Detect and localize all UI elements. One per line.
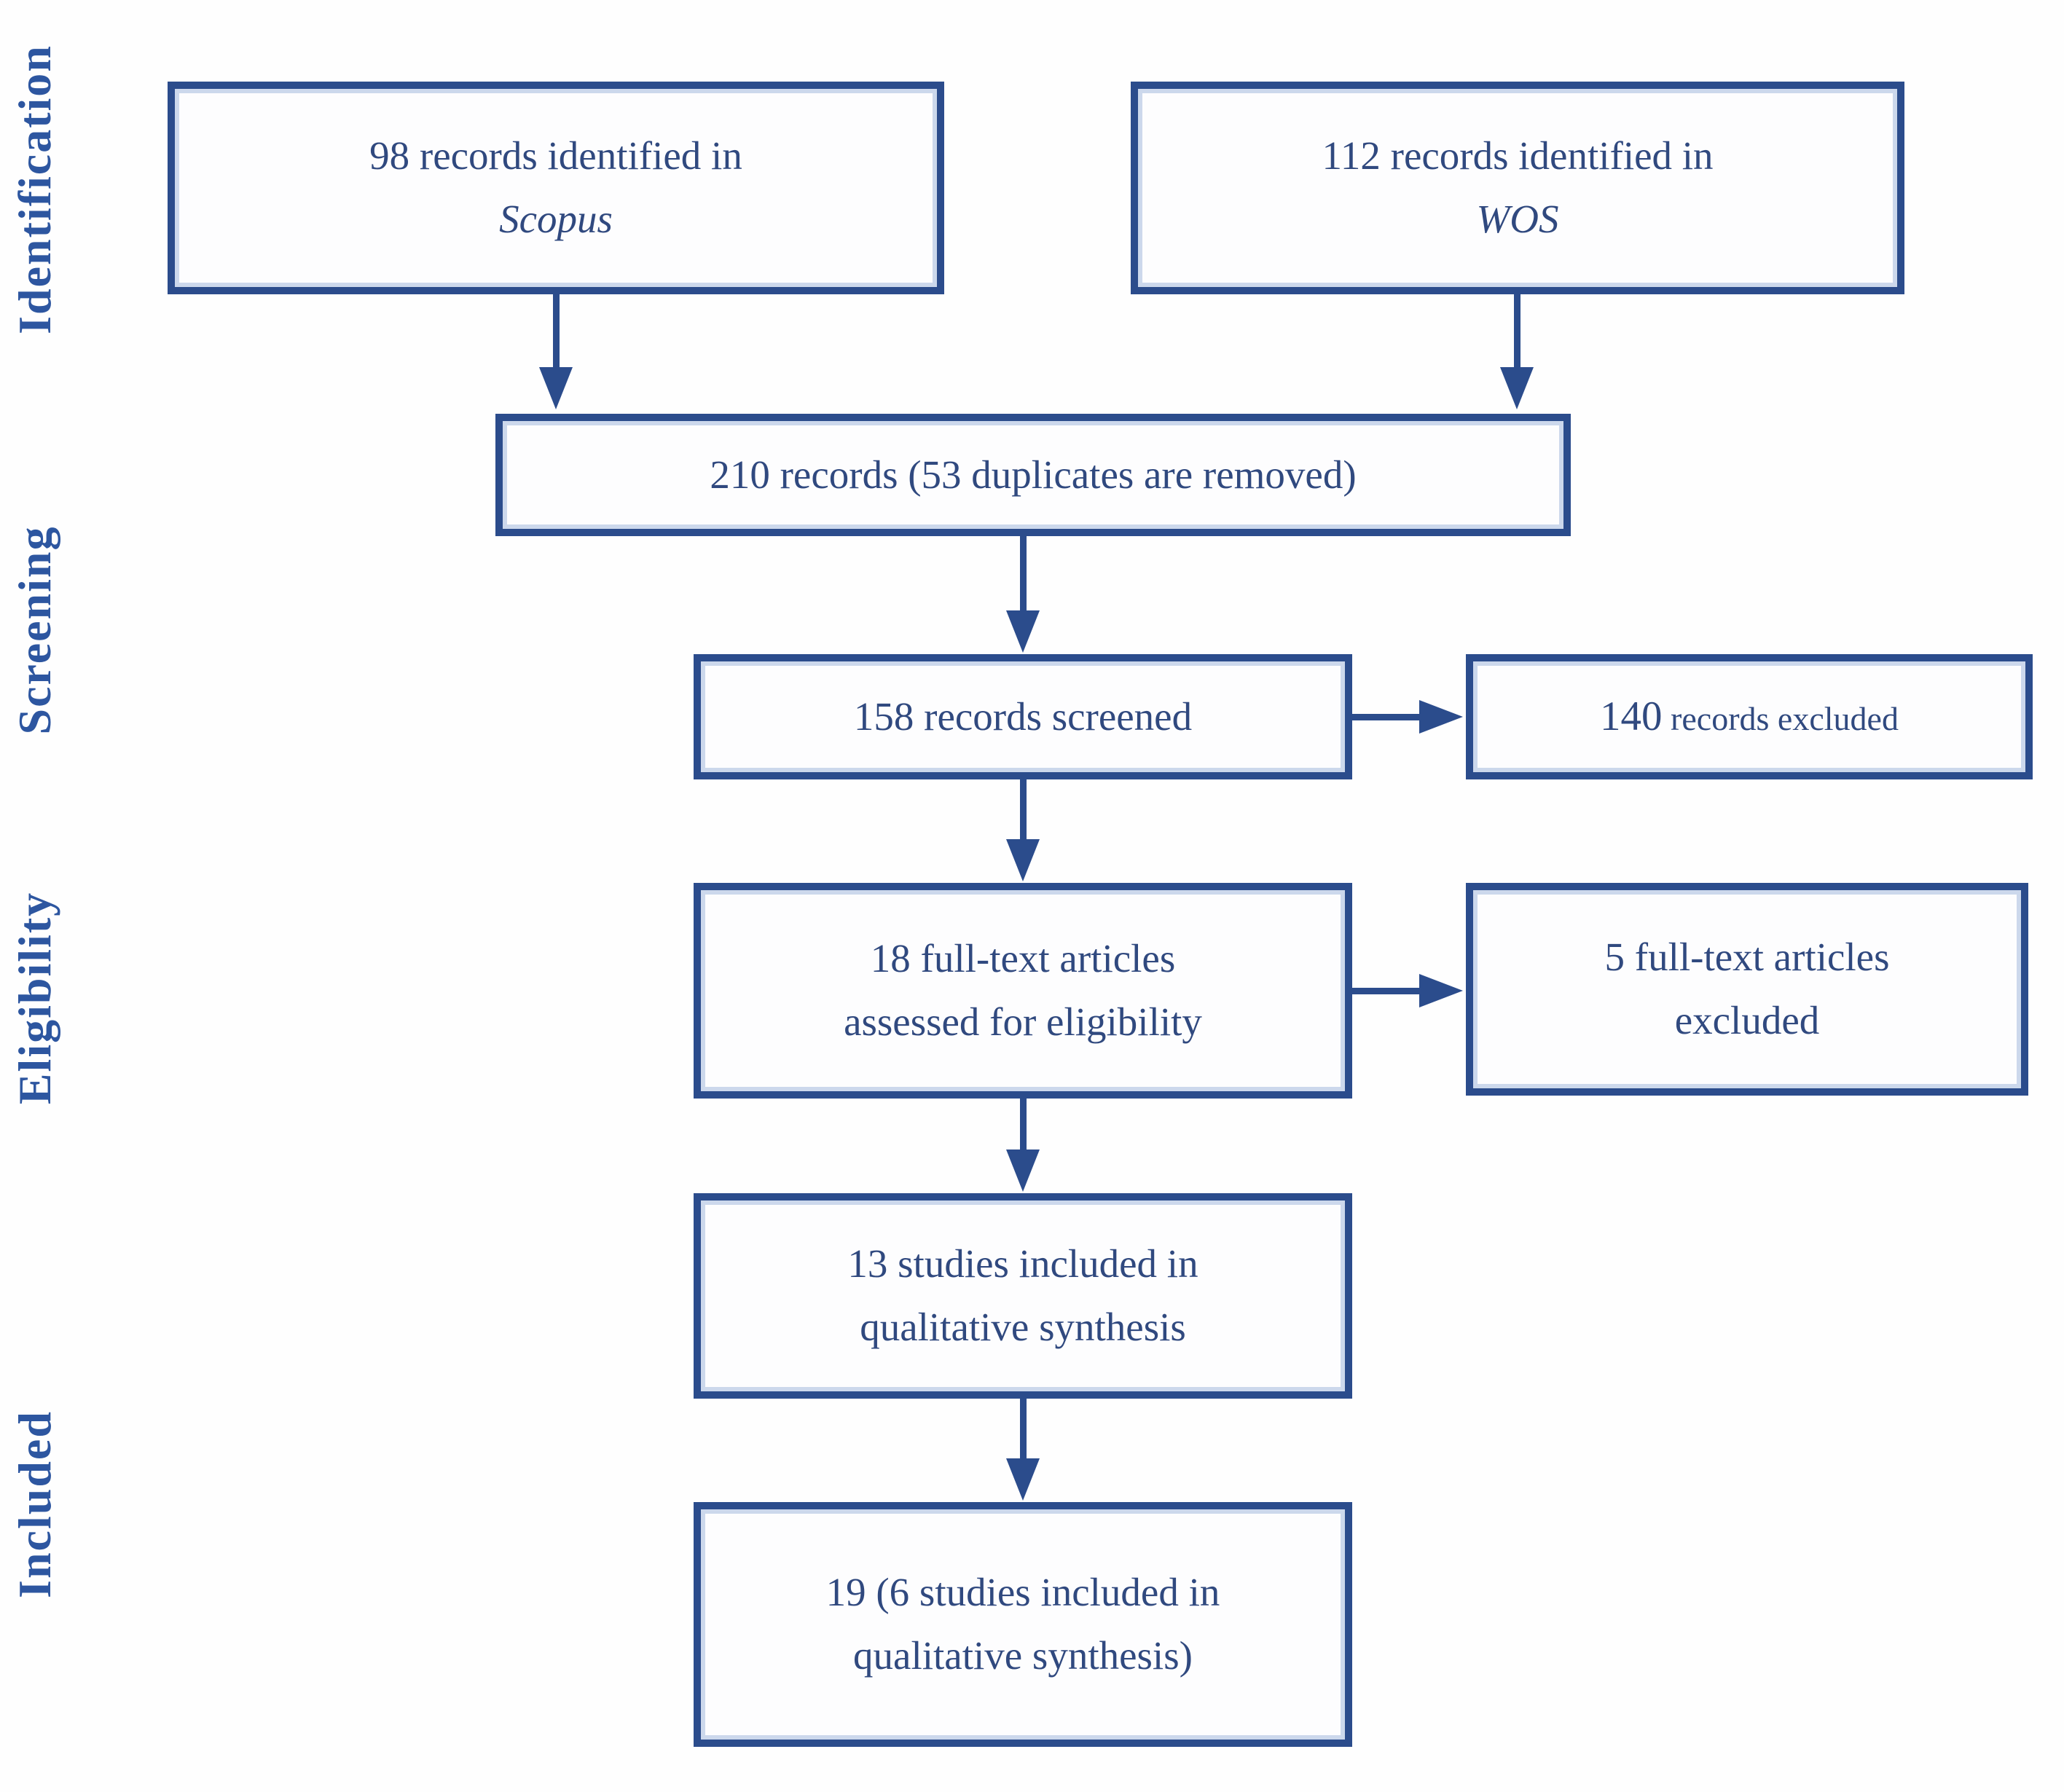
box-qualitative-line2: qualitative synthesis <box>860 1305 1186 1349</box>
arrow-head-fulltext-to-qualitative <box>1006 1150 1040 1192</box>
box-records-excluded: 140 records excluded <box>1466 654 2033 779</box>
box-wos-line1: 112 records identified in <box>1322 133 1714 178</box>
arrow-head-screened-to-excluded <box>1419 700 1463 734</box>
box-wos-line2: WOS <box>1476 197 1559 241</box>
arrow-line-fulltext-to-excluded <box>1352 988 1421 994</box>
box-qualitative-synthesis: 13 studies included in qualitative synth… <box>694 1193 1352 1399</box>
box-scopus-records: 98 records identified in Scopus <box>168 82 944 294</box>
arrow-line-screened-to-excluded <box>1352 714 1421 720</box>
box-wos-records: 112 records identified in WOS <box>1131 82 1904 294</box>
records-excluded-label: records excluded <box>1662 699 1899 737</box>
arrow-line-wos-to-merged <box>1514 294 1520 369</box>
box-fulltext-line1: 18 full-text articles <box>870 936 1176 981</box>
stage-label-included: Included <box>9 1410 60 1598</box>
arrow-head-scopus-to-merged <box>539 367 573 409</box>
box-fulltext-assessed: 18 full-text articles assessed for eligi… <box>694 883 1352 1099</box>
box-merged-records: 210 records (53 duplicates are removed) <box>495 414 1571 536</box>
arrow-head-screened-to-fulltext <box>1006 839 1040 881</box>
box-fulltext-excluded: 5 full-text articles excluded <box>1466 883 2028 1096</box>
box-fulltext-line2: assessed for eligibility <box>844 999 1202 1044</box>
box-records-excluded-text: 140 records excluded <box>1600 684 1899 750</box>
box-scopus-line1: 98 records identified in <box>369 133 742 178</box>
arrow-head-fulltext-to-excluded <box>1419 974 1463 1007</box>
box-screened-text: 158 records screened <box>853 693 1193 739</box>
stage-label-screening: Screening <box>9 525 60 735</box>
box-final-line1: 19 (6 studies included in <box>825 1570 1220 1615</box>
stage-label-eligibility: Eligibility <box>9 891 60 1105</box>
arrow-head-qualitative-to-final <box>1006 1458 1040 1501</box>
arrow-head-merged-to-screened <box>1006 610 1040 653</box>
box-fulltext-excluded-line2: excluded <box>1674 998 1820 1042</box>
records-excluded-count: 140 <box>1600 693 1663 739</box>
box-qualitative-line1: 13 studies included in <box>847 1241 1198 1286</box>
box-final-included: 19 (6 studies included in qualitative sy… <box>694 1502 1352 1747</box>
arrow-line-fulltext-to-qualitative <box>1020 1099 1027 1151</box>
box-records-screened: 158 records screened <box>694 654 1352 779</box>
box-scopus-line2: Scopus <box>499 197 613 241</box>
box-final-line2: qualitative synthesis) <box>853 1633 1193 1678</box>
box-merged-text: 210 records (53 duplicates are removed) <box>710 452 1357 497</box>
arrow-line-qualitative-to-final <box>1020 1399 1027 1460</box>
arrow-line-merged-to-screened <box>1020 536 1027 612</box>
arrow-head-wos-to-merged <box>1500 367 1534 409</box>
box-fulltext-excluded-line1: 5 full-text articles <box>1604 935 1890 980</box>
arrow-line-screened-to-fulltext <box>1020 779 1027 841</box>
stage-label-identification: Identification <box>9 44 60 334</box>
arrow-line-scopus-to-merged <box>553 294 560 369</box>
